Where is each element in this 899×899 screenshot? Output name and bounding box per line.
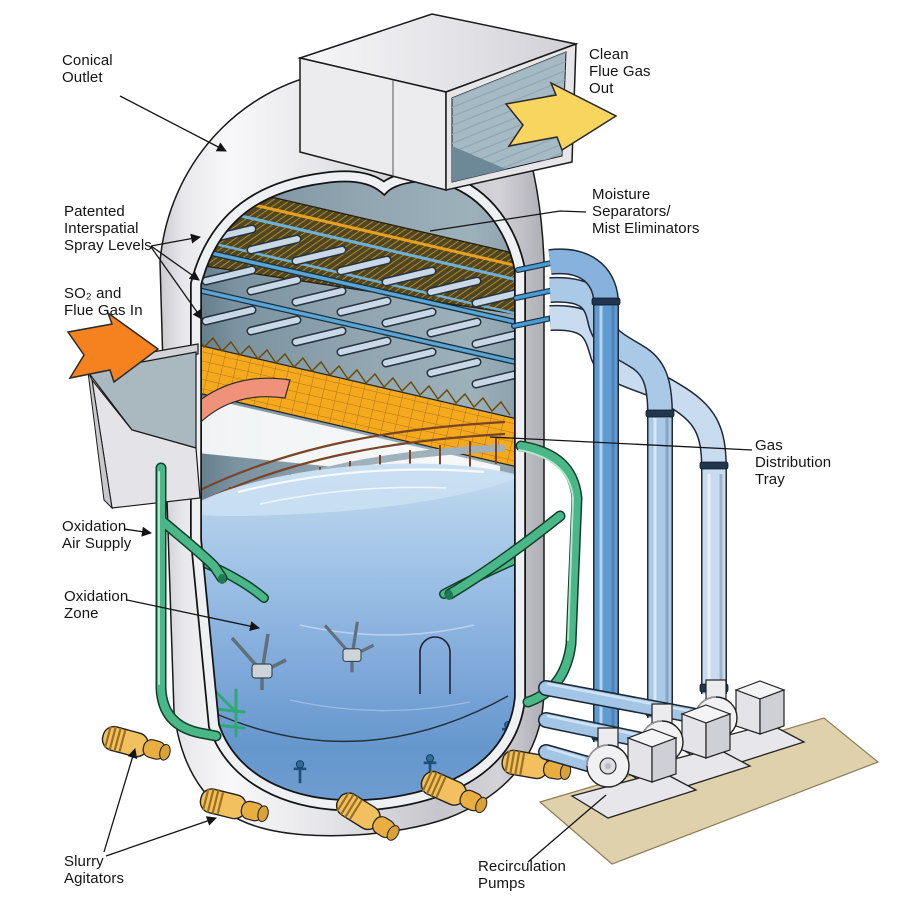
label-oxidation-zone: Oxidation Zone [64,588,129,622]
outlet-duct [297,13,579,191]
leader-spray-level-1 [150,233,201,247]
interior-light-gap [196,394,500,484]
spray-header-pipes [197,247,520,366]
label-oxidation-air-supply: Oxidation Air Supply [62,518,132,552]
clean-gas-outlet-arrow [504,81,618,152]
flue-gas-inlet-arrow [66,310,160,384]
label-moisture-separators: Moisture Separators/ Mist Eliminators [592,186,700,237]
leader-conical-outlet [119,95,227,152]
leader-slurry-agitator-2 [105,816,217,857]
label-so2-flue-gas-in: SO₂ and Flue Gas In [64,285,143,319]
slurry-liquid [196,463,520,806]
leader-slurry-agitator-1 [103,748,138,853]
label-conical-outlet: Conical Outlet [62,52,113,86]
leader-lines [103,95,753,863]
oxidation-air-piping [155,440,583,742]
recirculation-piping [511,248,729,742]
label-spray-levels: Patented Interspatial Spray Levels [64,203,152,254]
label-gas-distribution-tray: Gas Distribution Tray [755,437,832,488]
manhole-outline [419,636,451,694]
gas-distribution-tray [196,332,520,469]
label-slurry-agitators: Slurry Agitators [64,853,125,887]
tower-interior-cutaway [196,176,520,806]
leader-oxidation-air [123,526,152,537]
leader-spray-level-2 [150,245,200,281]
label-recirculation-pumps: Recirculation Pumps [478,858,567,892]
label-clean-flue-gas-out: Clean Flue Gas Out [589,46,651,97]
leader-moisture-separators [429,210,587,232]
leader-spray-level-3 [150,246,203,320]
spray-level-pipes [201,224,520,389]
leader-recirculation-pumps [527,794,607,863]
leader-oxidation-zone [126,599,260,632]
leader-gas-distribution-tray [489,436,753,451]
